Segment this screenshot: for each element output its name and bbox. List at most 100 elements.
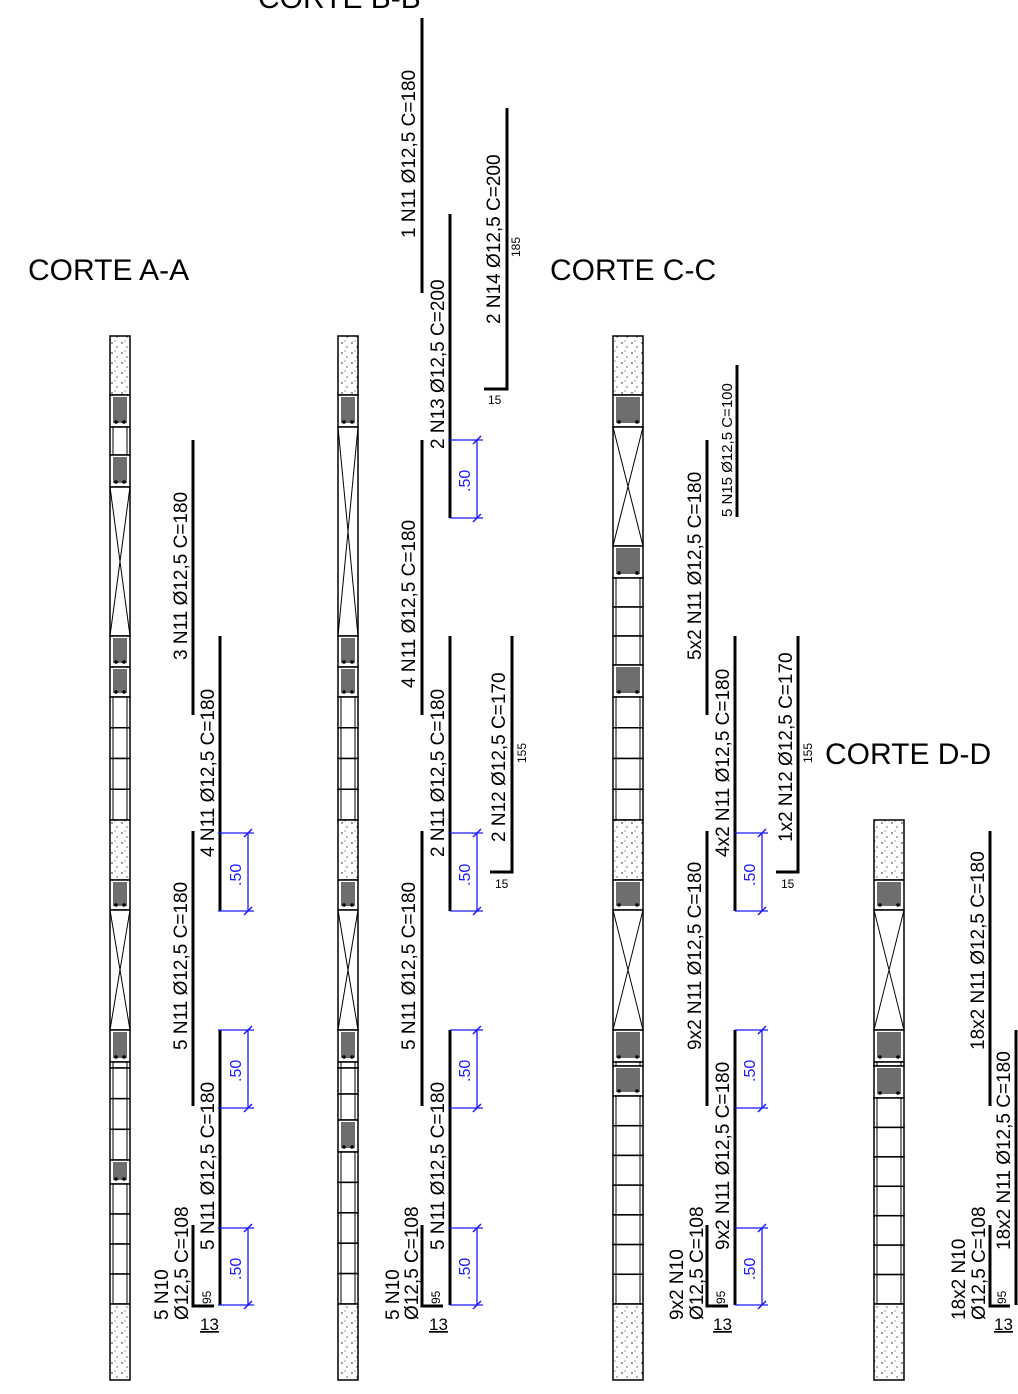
rebar-dot — [342, 420, 346, 424]
rebar-dot — [342, 903, 346, 907]
grouted-cell — [113, 882, 127, 906]
dimension-tick — [757, 906, 767, 916]
opening-diagonal — [873, 909, 905, 1031]
bar-label: 18x2 N11 Ø12,5 C=180 — [968, 851, 989, 1050]
dimension-mark — [735, 1025, 768, 1113]
title-corte-d: CORTE D-D — [825, 738, 991, 771]
grouted-cell — [616, 548, 640, 574]
dimension-tick — [472, 1025, 482, 1035]
rebar-dot — [122, 903, 126, 907]
block-cell — [873, 1185, 905, 1217]
block-cell — [612, 696, 644, 729]
concrete-block — [612, 335, 644, 396]
dimension-label: .50 — [228, 864, 245, 886]
block-cell — [873, 1273, 905, 1305]
block-cell — [612, 727, 644, 760]
grouted-cell — [616, 1068, 640, 1092]
grouted-cell — [113, 638, 127, 663]
dimension-label: .50 — [742, 1060, 759, 1082]
bar-label: 2 N11 Ø12,5 C=180 — [428, 689, 449, 857]
rebar-dot — [114, 480, 118, 484]
opening-diagonal — [612, 909, 644, 1031]
rebar-dot — [122, 420, 126, 424]
dimension-label: .50 — [457, 1258, 474, 1280]
dimension-tick — [243, 1223, 253, 1233]
block-cell — [612, 1154, 644, 1186]
hook-length: 13 — [200, 1315, 219, 1334]
block-cell — [612, 757, 644, 790]
rebar-dot — [350, 1055, 354, 1059]
corte-d-rebar — [988, 831, 1018, 1308]
block-cell — [612, 577, 644, 608]
corte-b-rebar — [420, 18, 514, 1308]
rebar-dot — [350, 420, 354, 424]
rebar-dot — [896, 903, 900, 907]
opening-diagonal — [337, 909, 359, 1031]
concrete-block — [873, 819, 905, 881]
title-corte-b: CORTE B-B — [258, 0, 421, 15]
bar-label: 3 N11 Ø12,5 C=180 — [171, 492, 192, 660]
corte-a-rebar — [191, 440, 222, 1308]
rebar-dot — [114, 1177, 118, 1181]
dimension-mark — [735, 1223, 768, 1310]
rebar-dot — [635, 903, 639, 907]
grouted-cell — [341, 397, 355, 423]
rebar-dot — [635, 1055, 639, 1059]
concrete-block — [109, 1303, 131, 1381]
bar-label: 2 N14 Ø12,5 C=200 — [484, 154, 505, 324]
block-cell — [873, 1097, 905, 1129]
grouted-cell — [877, 1068, 901, 1094]
bar-label-line2: Ø12,5 C=108 — [687, 1206, 708, 1320]
hook-length: 15 — [488, 393, 502, 407]
hook-length: 15 — [495, 877, 509, 891]
block-cell — [612, 1214, 644, 1246]
dimension-tick — [243, 1300, 253, 1310]
block-cell — [873, 1214, 905, 1246]
dimension-tick — [472, 1223, 482, 1233]
bar-label-line1: 18x2 N10 — [949, 1239, 970, 1320]
concrete-block — [337, 819, 359, 881]
rebar-dot — [878, 1055, 882, 1059]
dimension-tick — [243, 828, 253, 838]
rebar-dot — [342, 690, 346, 694]
dimension-mark — [218, 1223, 254, 1310]
wall-corte-d — [873, 819, 905, 1381]
dimension-label: .50 — [228, 1258, 245, 1280]
dimension-tick — [757, 1300, 767, 1310]
bar-length: 95 — [429, 1290, 443, 1304]
dimension-mark — [450, 1025, 483, 1113]
bar-label: 5 N11 Ø12,5 C=180 — [399, 882, 420, 1050]
grouted-cell — [616, 667, 640, 693]
rebar-dot — [114, 903, 118, 907]
bar-label: 2 N12 Ø12,5 C=170 — [489, 672, 510, 842]
dimension-tick — [757, 828, 767, 838]
dimension-tick — [757, 1025, 767, 1035]
opening-diagonal — [109, 909, 131, 1031]
bar-label: 1 N11 Ø12,5 C=180 — [399, 70, 420, 238]
rebar-dot — [896, 1055, 900, 1059]
grouted-cell — [341, 638, 355, 663]
corte-c-rebar — [705, 365, 800, 1308]
rebar-dot — [635, 571, 639, 575]
rebar-dot — [122, 690, 126, 694]
rebar-dot — [635, 1089, 639, 1093]
title-corte-a: CORTE A-A — [28, 254, 189, 287]
bar-label: 1x2 N12 Ø12,5 C=170 — [776, 652, 797, 842]
dimension-tick — [757, 1103, 767, 1113]
block-cell — [873, 1126, 905, 1158]
rebar-dot — [878, 903, 882, 907]
grouted-cell — [341, 1122, 355, 1148]
wall-corte-a — [109, 335, 131, 1381]
bar-label: 9x2 N11 Ø12,5 C=180 — [685, 862, 706, 1050]
dimension-label: .50 — [457, 1060, 474, 1082]
rebar-dot — [878, 1091, 882, 1095]
bar-length: 155 — [515, 743, 529, 763]
rebar-dot — [350, 903, 354, 907]
hook-length: 13 — [994, 1315, 1013, 1334]
bar-label: 5 N11 Ø12,5 C=180 — [198, 1082, 219, 1250]
rebar-dot — [342, 1055, 346, 1059]
bar-label-line1: 5 N10 — [383, 1269, 404, 1320]
block-cell — [612, 1095, 644, 1127]
dimension-mark — [450, 435, 483, 523]
